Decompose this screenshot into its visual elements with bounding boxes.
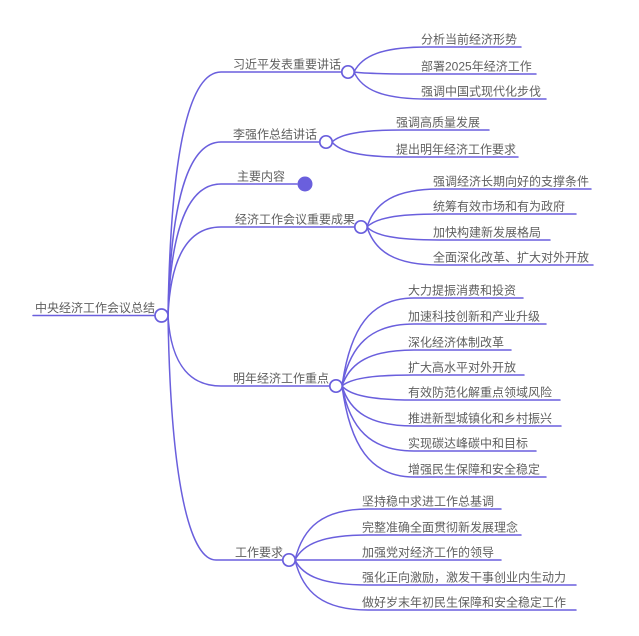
leaf-node-label[interactable]: 做好岁末年初民生保障和安全稳定工作 [362, 595, 566, 610]
branch-node-label[interactable]: 主要内容 [237, 169, 285, 184]
leaf-node-label[interactable]: 大力提振消费和投资 [408, 283, 516, 298]
connector-line [294, 559, 577, 611]
leaf-node-label[interactable]: 有效防范化解重点领域风险 [408, 385, 552, 400]
leaf-node-label[interactable]: 分析当前经济形势 [421, 32, 517, 47]
leaf-node-label[interactable]: 部署2025年经济工作 [421, 59, 532, 74]
branch-node-label[interactable]: 明年经济工作重点 [233, 371, 329, 386]
root-node-handle[interactable] [154, 308, 169, 323]
connector-line [294, 559, 577, 586]
connector-line [294, 508, 502, 561]
connector-line [341, 297, 524, 387]
connector-line [341, 349, 512, 387]
connector-line [341, 385, 547, 478]
connector-line [366, 213, 577, 228]
connector-line [331, 141, 519, 158]
leaf-node-label[interactable]: 实现碳达峰碳中和目标 [408, 436, 528, 451]
leaf-node-label[interactable]: 加快构建新发展格局 [433, 225, 541, 240]
leaf-node-label[interactable]: 增强民生保障和安全稳定 [408, 462, 540, 477]
branch-node-label[interactable]: 经济工作会议重要成果 [235, 212, 355, 227]
connector-line [366, 188, 592, 228]
connector-line [167, 71, 342, 317]
connector-line [353, 71, 547, 100]
leaf-node-label[interactable]: 强调高质量发展 [396, 115, 480, 130]
branch-collapse-toggle[interactable] [340, 64, 356, 80]
connector-line [353, 46, 522, 73]
branch-collapse-toggle[interactable] [328, 378, 344, 394]
connector-line [167, 226, 355, 317]
connector-line [167, 141, 320, 317]
branch-node-label[interactable]: 李强作总结讲话 [233, 127, 317, 142]
connector-line [366, 226, 594, 266]
leaf-node-label[interactable]: 加强党对经济工作的领导 [362, 545, 494, 560]
leaf-node-label[interactable]: 坚持稳中求进工作总基调 [362, 494, 494, 509]
branch-collapse-toggle[interactable] [353, 219, 369, 235]
connector-line [331, 129, 490, 143]
connector-line [341, 323, 547, 387]
leaf-node-label[interactable]: 强调经济长期向好的支撑条件 [433, 174, 589, 189]
connector-line [294, 534, 522, 561]
connector-line [167, 183, 298, 317]
branch-collapse-toggle[interactable] [281, 552, 297, 568]
leaf-node-label[interactable]: 加速科技创新和产业升级 [408, 309, 540, 324]
leaf-node-label[interactable]: 扩大高水平对外开放 [408, 360, 516, 375]
connector-line [366, 226, 551, 241]
leaf-node-label[interactable]: 强调中国式现代化步伐 [421, 84, 541, 99]
root-node-label[interactable]: 中央经济工作会议总结 [35, 300, 155, 315]
connector-line [167, 314, 283, 561]
connector-line [341, 374, 525, 387]
leaf-node-label[interactable]: 全面深化改革、扩大对外开放 [433, 250, 589, 265]
connector-line [341, 385, 561, 401]
leaf-node-label[interactable]: 推进新型城镇化和乡村振兴 [408, 411, 552, 426]
connector-line [341, 385, 537, 452]
connector-line [167, 314, 330, 387]
connector-line [341, 385, 562, 427]
leaf-node-label[interactable]: 完整准确全面贯彻新发展理念 [362, 520, 518, 535]
leaf-node-label[interactable]: 提出明年经济工作要求 [396, 142, 516, 157]
connector-line [353, 71, 537, 75]
leaf-node-label[interactable]: 强化正向激励，激发干事创业内生动力 [362, 570, 566, 585]
leaf-node-label[interactable]: 深化经济体制改革 [408, 335, 504, 350]
branch-node-label[interactable]: 工作要求 [235, 546, 283, 560]
branch-collapse-toggle[interactable] [318, 134, 334, 150]
leaf-node-label[interactable]: 统筹有效市场和有为政府 [433, 199, 565, 214]
collapsed-branch-indicator-icon[interactable] [297, 176, 313, 192]
branch-node-label[interactable]: 习近平发表重要讲话 [233, 57, 341, 72]
